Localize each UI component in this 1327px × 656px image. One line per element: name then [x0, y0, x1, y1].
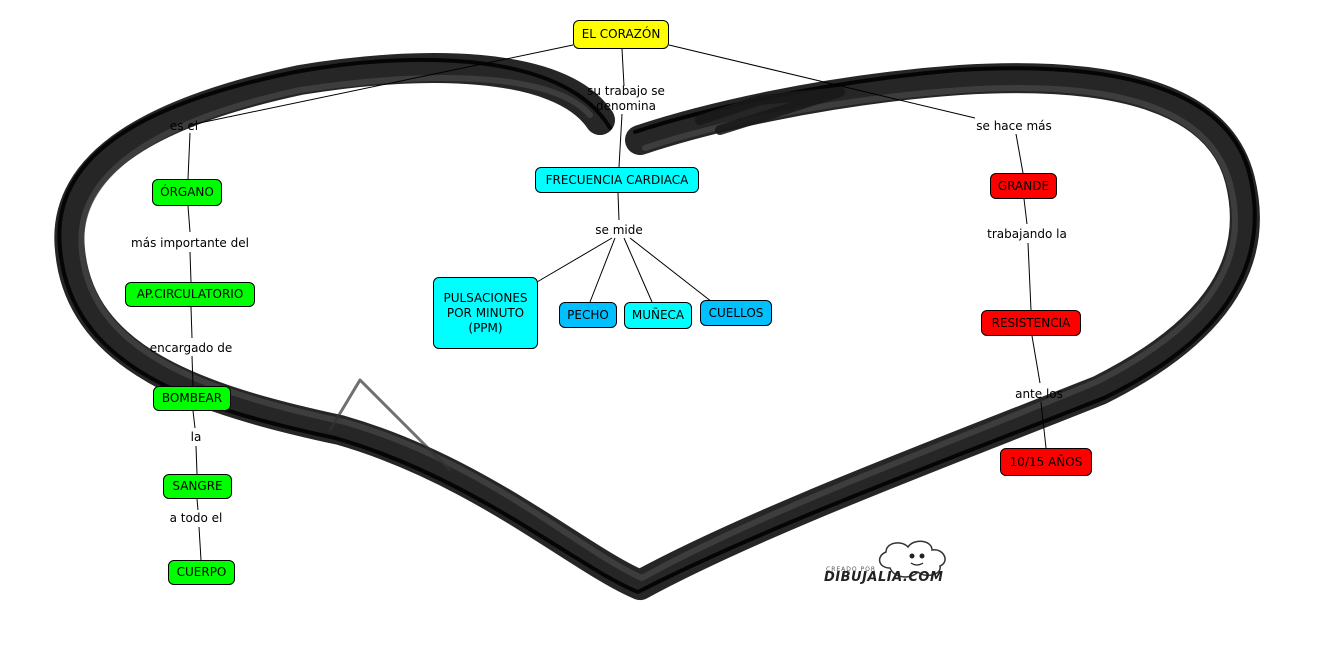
logo-small-text: CREADO POR	[826, 566, 877, 573]
link-encargado-de: encargado de	[149, 341, 233, 355]
node-ap-circulatorio[interactable]: AP.CIRCULATORIO	[125, 282, 255, 307]
scribbled-heart-drawing	[54, 53, 1260, 600]
node-frecuencia-cardiaca[interactable]: FRECUENCIA CARDIACA	[535, 167, 699, 193]
node-organo[interactable]: ÓRGANO	[152, 179, 222, 206]
link-mas-importante: más importante del	[131, 236, 249, 250]
node-grande[interactable]: GRANDE	[990, 173, 1057, 199]
node-10-15-anos[interactable]: 10/15 AÑOS	[1000, 448, 1092, 476]
link-la: la	[190, 430, 202, 444]
link-a-todo-el: a todo el	[169, 511, 223, 525]
node-sangre[interactable]: SANGRE	[163, 474, 232, 499]
node-el-corazon[interactable]: EL CORAZÓN	[573, 20, 669, 49]
node-bombear[interactable]: BOMBEAR	[153, 386, 231, 411]
node-cuerpo[interactable]: CUERPO	[168, 560, 235, 585]
link-su-trabajo: su trabajo se denomina	[587, 84, 665, 113]
dibujalia-logo	[878, 540, 946, 578]
logo-text: DIBUJALIA.COM	[824, 570, 944, 585]
node-pecho[interactable]: PECHO	[559, 302, 617, 328]
node-pulsaciones[interactable]: PULSACIONES POR MINUTO (PPM)	[433, 277, 538, 349]
node-cuellos[interactable]: CUELLOS	[700, 300, 772, 326]
connector-lines	[187, 44, 1047, 561]
link-es-el: es el	[169, 119, 199, 133]
node-resistencia[interactable]: RESISTENCIA	[981, 310, 1081, 336]
link-ante-los: ante los	[1015, 387, 1063, 401]
link-trabajando-la: trabajando la	[987, 227, 1067, 241]
node-muneca[interactable]: MUÑECA	[624, 302, 692, 329]
link-se-hace-mas: se hace más	[976, 119, 1052, 133]
link-se-mide: se mide	[595, 223, 643, 237]
